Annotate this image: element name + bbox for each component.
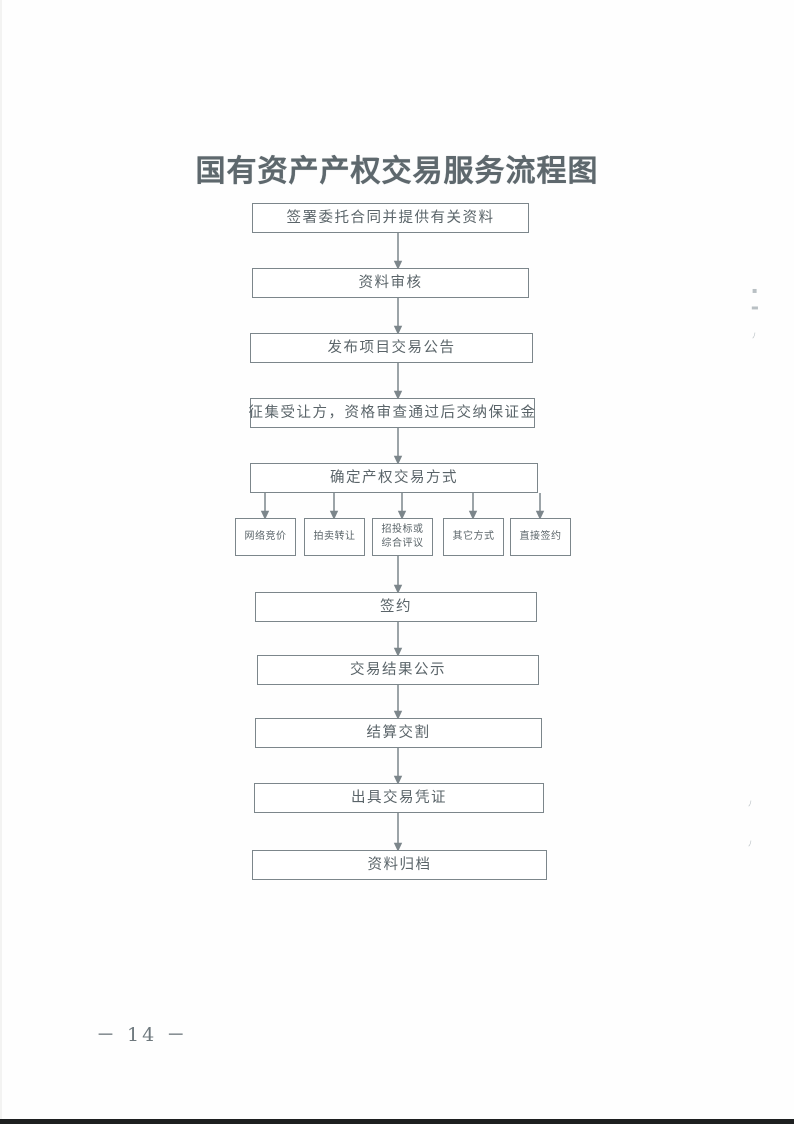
- page-number: － 14 －: [96, 1024, 189, 1046]
- flow-node-label: 资料审核: [358, 274, 423, 291]
- flow-node-label: 网络竞价: [244, 530, 287, 542]
- flow-node-tender-or-evaluation[interactable]: 招投标或 综合评议: [372, 518, 433, 556]
- scan-edge-left: [0, 0, 2, 1124]
- flow-node-issue-certificate[interactable]: 出具交易凭证: [254, 783, 544, 813]
- flow-node-publicize-result[interactable]: 交易结果公示: [257, 655, 539, 685]
- flow-node-label-line1: 招投标或: [381, 523, 424, 535]
- flow-node-auction-transfer[interactable]: 拍卖转让: [304, 518, 365, 556]
- flow-node-direct-signing[interactable]: 直接签约: [510, 518, 571, 556]
- flow-node-sign-contract[interactable]: 签署委托合同并提供有关资料: [252, 203, 529, 233]
- flow-node-label: 发布项目交易公告: [327, 339, 456, 356]
- flow-node-collect-transferees[interactable]: 征集受让方，资格审查通过后交纳保证金: [248, 398, 537, 428]
- flow-node-label: 签署委托合同并提供有关资料: [286, 209, 495, 226]
- scan-speck-icon: ﾉ: [748, 839, 752, 848]
- flow-node-document-review[interactable]: 资料审核: [252, 268, 529, 298]
- flow-node-label: 征集受让方，资格审查通过后交纳保证金: [248, 404, 537, 421]
- scan-edge-bottom: [0, 1119, 794, 1124]
- flow-node-publish-announcement[interactable]: 发布项目交易公告: [250, 333, 533, 363]
- flow-node-label: 签约: [380, 598, 412, 615]
- flow-node-settlement-delivery[interactable]: 结算交割: [255, 718, 542, 748]
- flow-node-archive-documents[interactable]: 资料归档: [252, 850, 547, 880]
- flow-node-label: 交易结果公示: [350, 661, 446, 678]
- flow-node-label-line2: 综合评议: [381, 538, 424, 549]
- flow-node-label: 结算交割: [366, 724, 431, 741]
- flow-node-determine-transaction-method[interactable]: 确定产权交易方式: [250, 463, 538, 493]
- scan-speck-icon: ▪: [752, 286, 758, 295]
- flow-node-other-methods[interactable]: 其它方式: [443, 518, 504, 556]
- flow-node-label: 确定产权交易方式: [330, 469, 458, 486]
- flow-node-label: 拍卖转让: [313, 530, 356, 542]
- flow-node-label: 出具交易凭证: [351, 789, 447, 806]
- page-title: 国有资产产权交易服务流程图: [195, 154, 599, 190]
- scan-speck-icon: ﾉ: [748, 799, 752, 808]
- flow-node-sign-agreement[interactable]: 签约: [255, 592, 537, 622]
- flow-node-online-bidding[interactable]: 网络竞价: [235, 518, 296, 556]
- flow-node-label: 其它方式: [452, 530, 495, 542]
- flow-node-label: 直接签约: [519, 530, 562, 542]
- flow-node-label: 资料归档: [367, 856, 432, 873]
- scan-speck-icon: ▬: [751, 303, 759, 312]
- scan-speck-icon: ﾉ: [752, 331, 756, 340]
